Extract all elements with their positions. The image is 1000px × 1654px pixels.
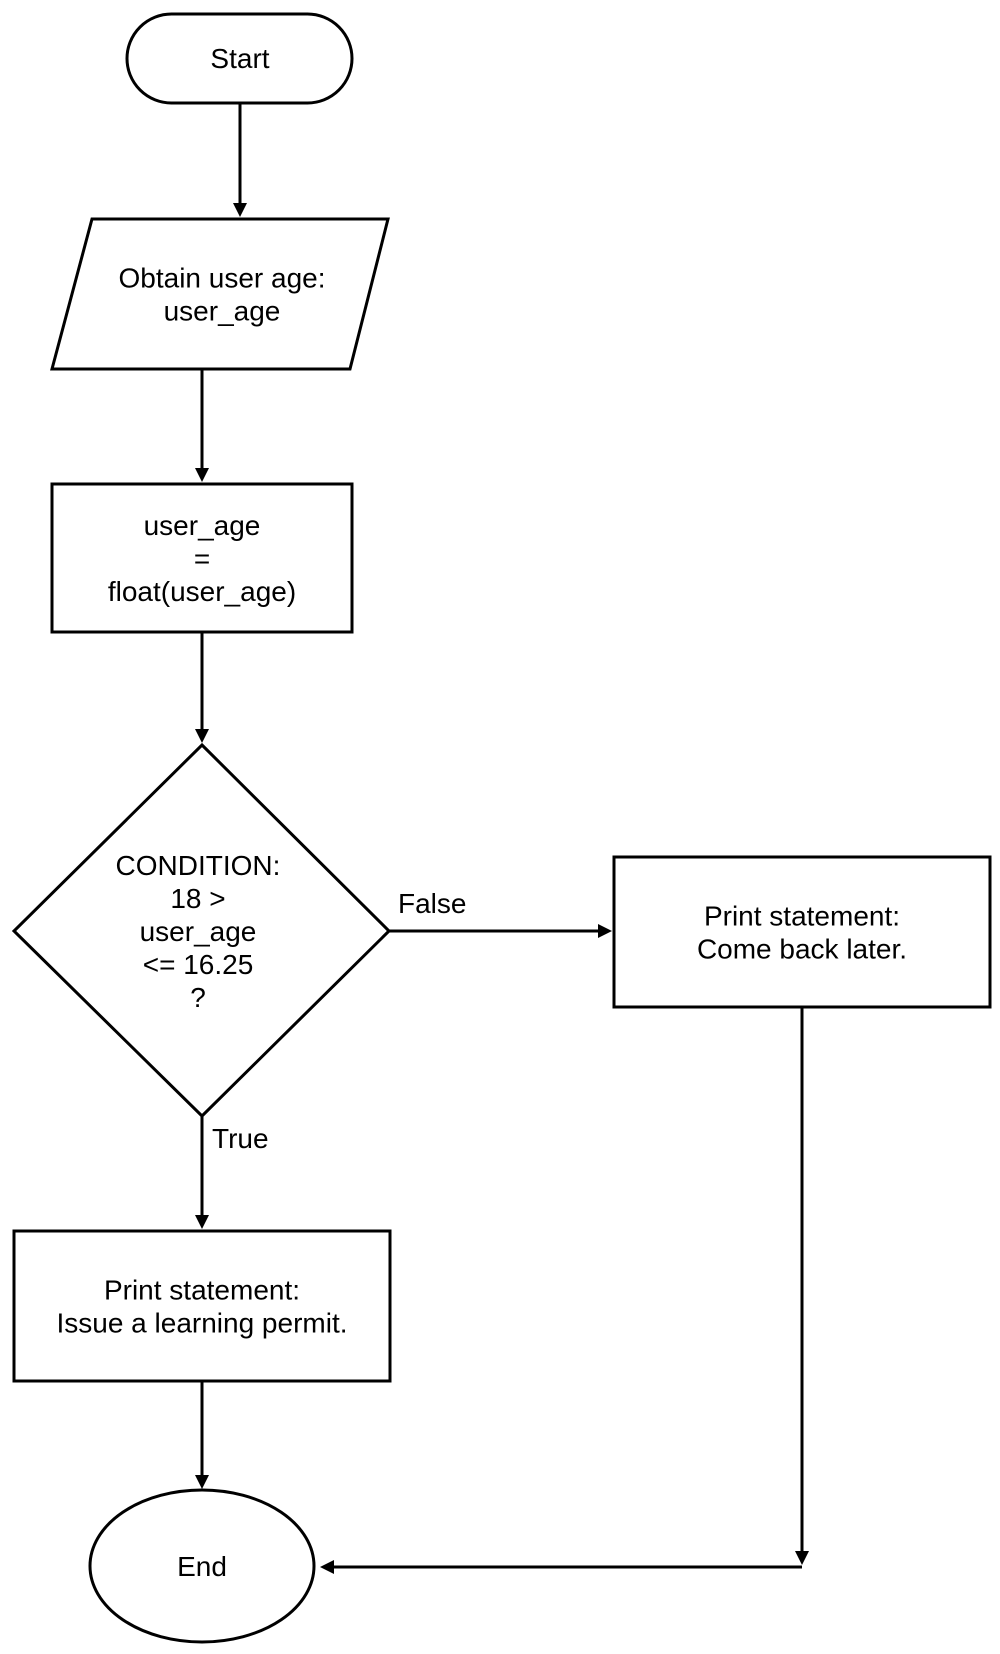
print-permit-text: Print statement:Issue a learning permit. xyxy=(56,1275,347,1339)
input-parallelogram xyxy=(50,217,390,371)
print-permit-box xyxy=(12,1229,392,1383)
print-later-text: Print statement:Come back later. xyxy=(697,901,907,965)
node-end: End xyxy=(88,1488,316,1644)
condition-line: <= 16.25 xyxy=(143,949,254,980)
condition-line: CONDITION: xyxy=(116,850,281,881)
false-label: False xyxy=(398,888,466,919)
convert-text: user_age=float(user_age) xyxy=(108,510,296,607)
condition-diamond xyxy=(11,742,392,1119)
node-convert: user_age=float(user_age) xyxy=(50,482,354,634)
arrowhead-icon xyxy=(195,1475,209,1489)
print-permit-line: Print statement: xyxy=(104,1275,300,1306)
edges xyxy=(195,103,809,1574)
convert-line: user_age xyxy=(144,510,261,541)
arrowhead-icon xyxy=(195,468,209,482)
arrowhead-icon xyxy=(195,729,209,743)
input-text: Obtain user age:user_age xyxy=(118,263,325,327)
convert-process-box xyxy=(50,482,354,634)
start-text: Start xyxy=(210,43,269,74)
arrowhead-icon xyxy=(320,1560,334,1574)
condition-line: user_age xyxy=(140,916,257,947)
condition-text: CONDITION:18 >user_age<= 16.25? xyxy=(116,850,281,1013)
convert-line: float(user_age) xyxy=(108,576,296,607)
node-print-permit: Print statement:Issue a learning permit. xyxy=(12,1229,392,1383)
arrowhead-icon xyxy=(195,1215,209,1229)
end-terminator xyxy=(88,1488,316,1644)
input-line: Obtain user age: xyxy=(118,263,325,294)
print-later-line: Come back later. xyxy=(697,934,907,965)
end-text: End xyxy=(177,1551,227,1582)
arrowhead-icon xyxy=(598,924,612,938)
node-condition: CONDITION:18 >user_age<= 16.25? xyxy=(11,742,392,1119)
node-input: Obtain user age:user_age xyxy=(50,217,390,371)
node-print-later: Print statement:Come back later. xyxy=(612,855,992,1009)
print-permit-line: Issue a learning permit. xyxy=(56,1308,347,1339)
start-line: Start xyxy=(210,43,269,74)
arrowhead-icon xyxy=(795,1551,809,1565)
true-label: True xyxy=(212,1123,269,1154)
end-line: End xyxy=(177,1551,227,1582)
convert-line: = xyxy=(194,543,210,574)
arrowhead-icon xyxy=(233,203,247,217)
print-later-box xyxy=(612,855,992,1009)
input-line: user_age xyxy=(164,296,281,327)
node-start: Start xyxy=(125,12,354,105)
print-later-line: Print statement: xyxy=(704,901,900,932)
condition-line: 18 > xyxy=(170,883,225,914)
start-terminator xyxy=(125,12,354,105)
condition-line: ? xyxy=(190,982,206,1013)
